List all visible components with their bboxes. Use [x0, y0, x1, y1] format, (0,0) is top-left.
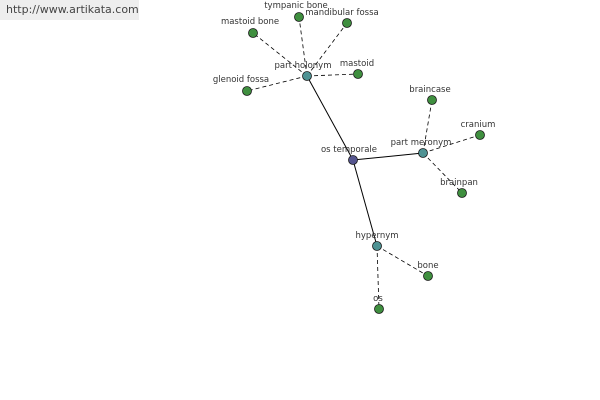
- leaf-node[interactable]: glenoid fossa: [213, 75, 269, 96]
- relation-node-dot[interactable]: [372, 241, 382, 251]
- leaf-node-label: os: [373, 294, 383, 304]
- leaf-node-dot[interactable]: [342, 18, 352, 28]
- leaf-node[interactable]: mandibular fossa: [305, 8, 379, 28]
- leaf-node-dot[interactable]: [242, 86, 252, 96]
- leaf-node-label: cranium: [461, 120, 496, 130]
- leaf-node-dot[interactable]: [248, 28, 258, 38]
- leaf-node-label: brainpan: [440, 178, 478, 188]
- leaf-node-label: mandibular fossa: [305, 8, 378, 18]
- leaf-node[interactable]: tympanic bone: [264, 1, 328, 22]
- leaf-node[interactable]: cranium: [461, 120, 496, 140]
- edge-center-to-relation: [306, 75, 354, 161]
- relation-node-label: hypernym: [355, 231, 398, 241]
- leaf-node[interactable]: brainpan: [440, 178, 478, 198]
- edge-relation-to-leaf: [422, 134, 481, 154]
- edge-relation-to-leaf: [246, 75, 308, 92]
- relation-node-label: part holonym: [275, 61, 332, 71]
- leaf-node-label: mastoid: [340, 59, 374, 69]
- relation-node[interactable]: part meronym: [391, 138, 452, 158]
- leaf-node-label: tympanic bone: [264, 1, 328, 11]
- leaf-node-label: braincase: [409, 85, 450, 95]
- edge-relation-to-leaf: [422, 99, 433, 154]
- leaf-node[interactable]: os: [373, 294, 384, 314]
- relation-node[interactable]: part holonym: [275, 61, 332, 81]
- leaf-node-dot[interactable]: [353, 69, 363, 79]
- edge-relation-to-leaf: [376, 245, 380, 310]
- edge-relation-to-leaf: [376, 245, 429, 277]
- watermark-url: http://www.artikata.com: [0, 0, 139, 20]
- center-node-label: os temporale: [321, 145, 377, 155]
- leaf-node-label: bone: [417, 261, 438, 271]
- edge-relation-to-leaf: [252, 32, 308, 77]
- relation-node-label: part meronym: [391, 138, 452, 148]
- edge-center-to-relation: [352, 152, 424, 161]
- leaf-node-dot[interactable]: [427, 95, 437, 105]
- leaf-node-dot[interactable]: [374, 304, 384, 314]
- edge-relation-to-leaf: [422, 152, 463, 194]
- leaf-node[interactable]: bone: [417, 261, 439, 281]
- leaf-node[interactable]: mastoid bone: [221, 17, 279, 38]
- relation-node-dot[interactable]: [418, 148, 428, 158]
- leaf-node-dot[interactable]: [294, 12, 304, 22]
- edge-relation-to-leaf: [306, 73, 359, 77]
- graph-nodes: tympanic bone mastoid bone mandibular foss…: [213, 1, 496, 314]
- leaf-node-dot[interactable]: [423, 271, 433, 281]
- leaf-node[interactable]: mastoid: [340, 59, 374, 79]
- edge-relation-to-leaf: [298, 16, 308, 77]
- leaf-node-label: glenoid fossa: [213, 75, 269, 85]
- center-node[interactable]: os temporale: [321, 145, 377, 165]
- leaf-node-dot[interactable]: [475, 130, 485, 140]
- center-node-dot[interactable]: [348, 155, 358, 165]
- edge-center-to-relation: [352, 159, 378, 247]
- relation-node[interactable]: hypernym: [355, 231, 399, 251]
- leaf-node-dot[interactable]: [457, 188, 467, 198]
- relation-node-dot[interactable]: [302, 71, 312, 81]
- leaf-node[interactable]: braincase: [409, 85, 451, 105]
- leaf-node-label: mastoid bone: [221, 17, 279, 27]
- graph-edges: [246, 16, 481, 310]
